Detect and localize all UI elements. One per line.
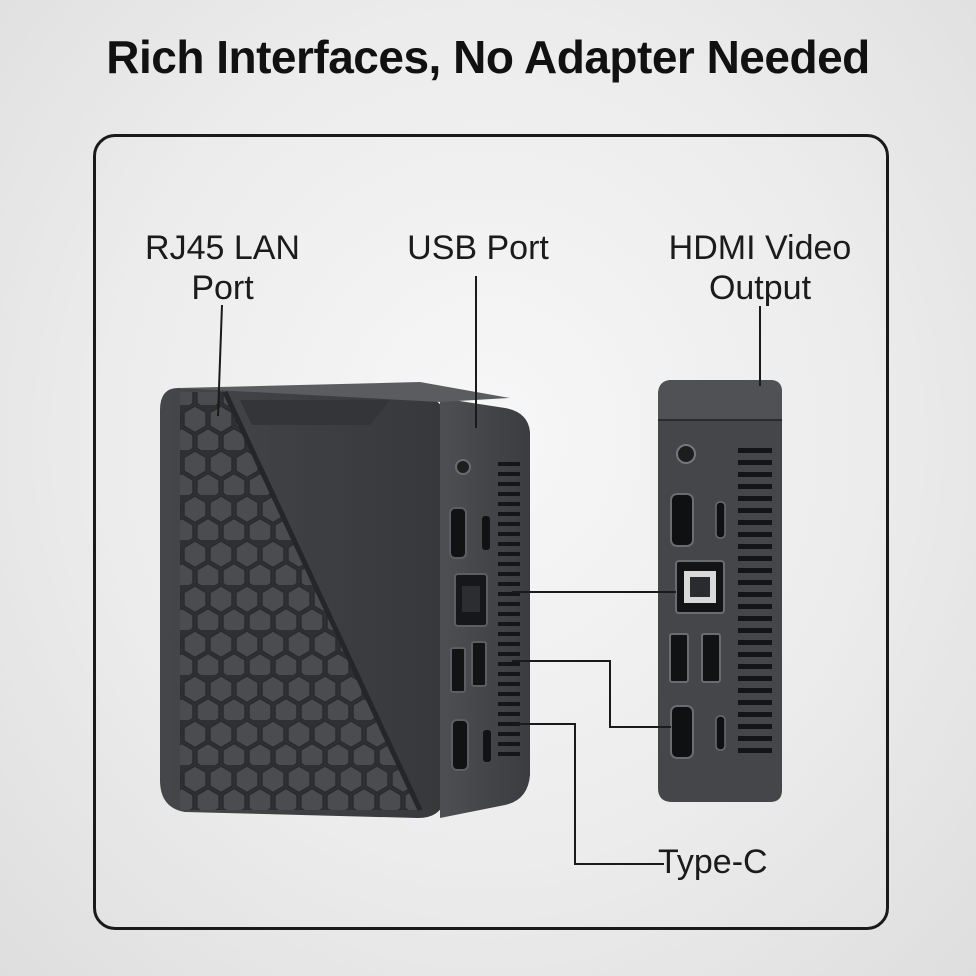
usb-port-1-icon xyxy=(669,633,689,683)
usb-link-line xyxy=(512,660,671,728)
usb-port-2-icon xyxy=(701,633,721,683)
type-c-callout-line xyxy=(512,723,664,865)
usb-port-1-icon xyxy=(450,647,466,693)
type-c-label: Type-C xyxy=(658,843,768,881)
type-c-port-2-icon xyxy=(483,730,491,762)
hdmi-port-2-icon xyxy=(451,719,469,771)
right-vents xyxy=(738,448,772,753)
left-vents xyxy=(498,462,520,756)
page-title: Rich Interfaces, No Adapter Needed xyxy=(106,31,870,83)
rj45-callout-line xyxy=(217,304,223,417)
hdmi-label-line2: Output xyxy=(708,269,812,307)
power-button-icon xyxy=(455,459,471,475)
type-c-port-2-icon xyxy=(715,715,726,751)
usb-port-2-icon xyxy=(471,641,487,687)
hdmi-port-2-icon xyxy=(670,705,694,759)
left-device xyxy=(160,382,530,818)
hdmi-port-icon xyxy=(449,507,467,559)
rj45-label-line1: RJ45 LAN xyxy=(145,229,300,267)
hdmi-video-output-label: HDMI Video Output xyxy=(650,228,870,308)
right-device xyxy=(658,380,782,802)
callout-lines xyxy=(217,276,761,865)
hdmi-port-icon xyxy=(670,493,694,547)
power-button-icon xyxy=(676,444,696,464)
type-c-port-icon xyxy=(715,501,726,539)
rj45-lan-port-label: RJ45 LAN Port xyxy=(120,228,325,308)
rj45-label-line2: Port xyxy=(191,269,254,307)
product-frame xyxy=(93,134,889,930)
hdmi-label-line1: HDMI Video xyxy=(668,229,852,267)
usb-port-label: USB Port xyxy=(407,229,549,267)
type-c-port-icon xyxy=(482,516,490,550)
